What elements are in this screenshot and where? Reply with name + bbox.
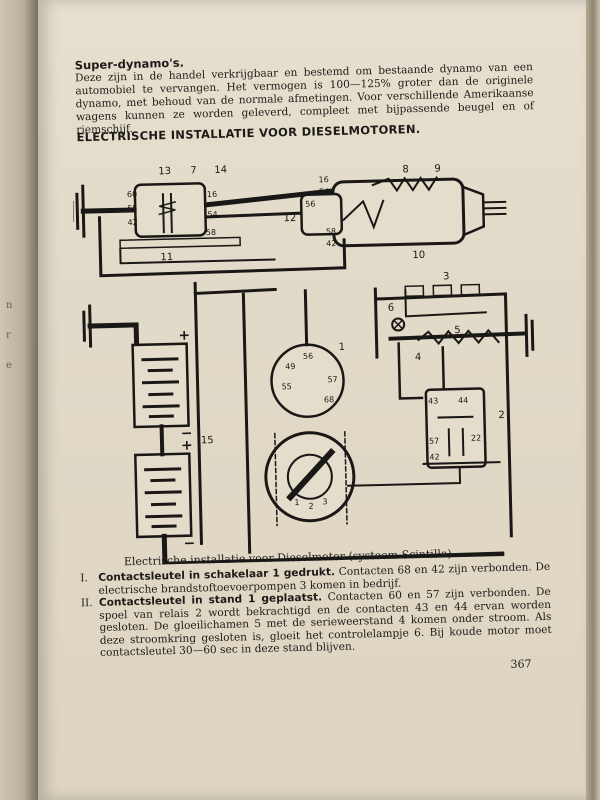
terminal-43: 43 <box>428 397 438 406</box>
callout-10: 10 <box>412 250 425 261</box>
item-number: I. <box>80 572 88 585</box>
terminal-68: 68 <box>324 395 334 404</box>
terminal-58b: 58 <box>326 227 336 236</box>
page-number: 367 <box>510 657 532 671</box>
battery-plus-bottom: + <box>181 438 193 454</box>
callout-12: 12 <box>283 213 296 224</box>
battery-plus-top: + <box>178 328 190 344</box>
ground-symbol-right <box>524 313 535 357</box>
wiring-diagram: 13 7 14 8 9 12 11 10 3 6 5 4 1 2 15 <box>71 163 535 567</box>
page-content: Super-dynamo's. Deze zijn in de handel v… <box>28 0 595 800</box>
list-item: II. Contactsleutel in stand 1 geplaatst.… <box>81 586 552 660</box>
terminal-54b: 54 <box>319 187 329 196</box>
terminal-42b: 42 <box>326 239 336 248</box>
terminal-16b: 16 <box>319 175 329 184</box>
book-edge-right <box>586 0 600 800</box>
switch-position-3: 3 <box>322 497 327 506</box>
callout-15: 15 <box>201 435 214 446</box>
terminal-58: 58 <box>206 228 216 237</box>
callout-3: 3 <box>443 271 450 282</box>
callout-6: 6 <box>388 303 395 314</box>
terminal-56: 56 <box>305 199 315 208</box>
callout-9: 9 <box>434 163 441 174</box>
callout-14: 14 <box>214 165 227 176</box>
terminal-57: 57 <box>327 375 337 384</box>
battery-minus-top: − <box>181 426 193 442</box>
terminal-57b: 57 <box>429 437 439 446</box>
callout-13: 13 <box>158 166 171 177</box>
callout-4: 4 <box>415 352 422 363</box>
terminal-42c: 42 <box>429 453 439 462</box>
battery-minus-bottom: − <box>183 536 195 552</box>
callout-7: 7 <box>190 165 197 176</box>
instruction-list: I. Contactsleutel in schakelaar 1 gedruk… <box>80 561 552 660</box>
callout-8: 8 <box>402 164 409 175</box>
terminal-49: 49 <box>285 362 295 371</box>
terminal-54: 54 <box>207 210 217 219</box>
terminal-22: 22 <box>471 434 481 443</box>
callout-11: 11 <box>160 252 173 263</box>
terminal-60: 60 <box>127 190 137 199</box>
item-body: Contactsleutel in stand 1 geplaatst. Con… <box>99 586 552 660</box>
switch-position-1: 1 <box>294 498 299 507</box>
margin-mark: r <box>6 330 11 341</box>
terminal-55: 55 <box>127 204 137 213</box>
terminal-55b: 55 <box>282 382 292 391</box>
terminal-56b: 56 <box>303 352 313 361</box>
book-page: Super-dynamo's. Deze zijn in de handel v… <box>38 0 586 800</box>
callout-2: 2 <box>498 410 505 421</box>
switch-position-2: 2 <box>308 502 313 511</box>
callout-5: 5 <box>454 325 461 336</box>
margin-mark: n <box>6 300 13 311</box>
margin-mark: e <box>6 360 12 371</box>
terminal-16: 16 <box>207 190 217 199</box>
item-number: II. <box>80 597 93 610</box>
previous-page-edge: n r e <box>0 0 40 800</box>
terminal-42: 42 <box>127 218 137 227</box>
callout-1: 1 <box>339 342 346 353</box>
terminal-44: 44 <box>458 396 468 405</box>
